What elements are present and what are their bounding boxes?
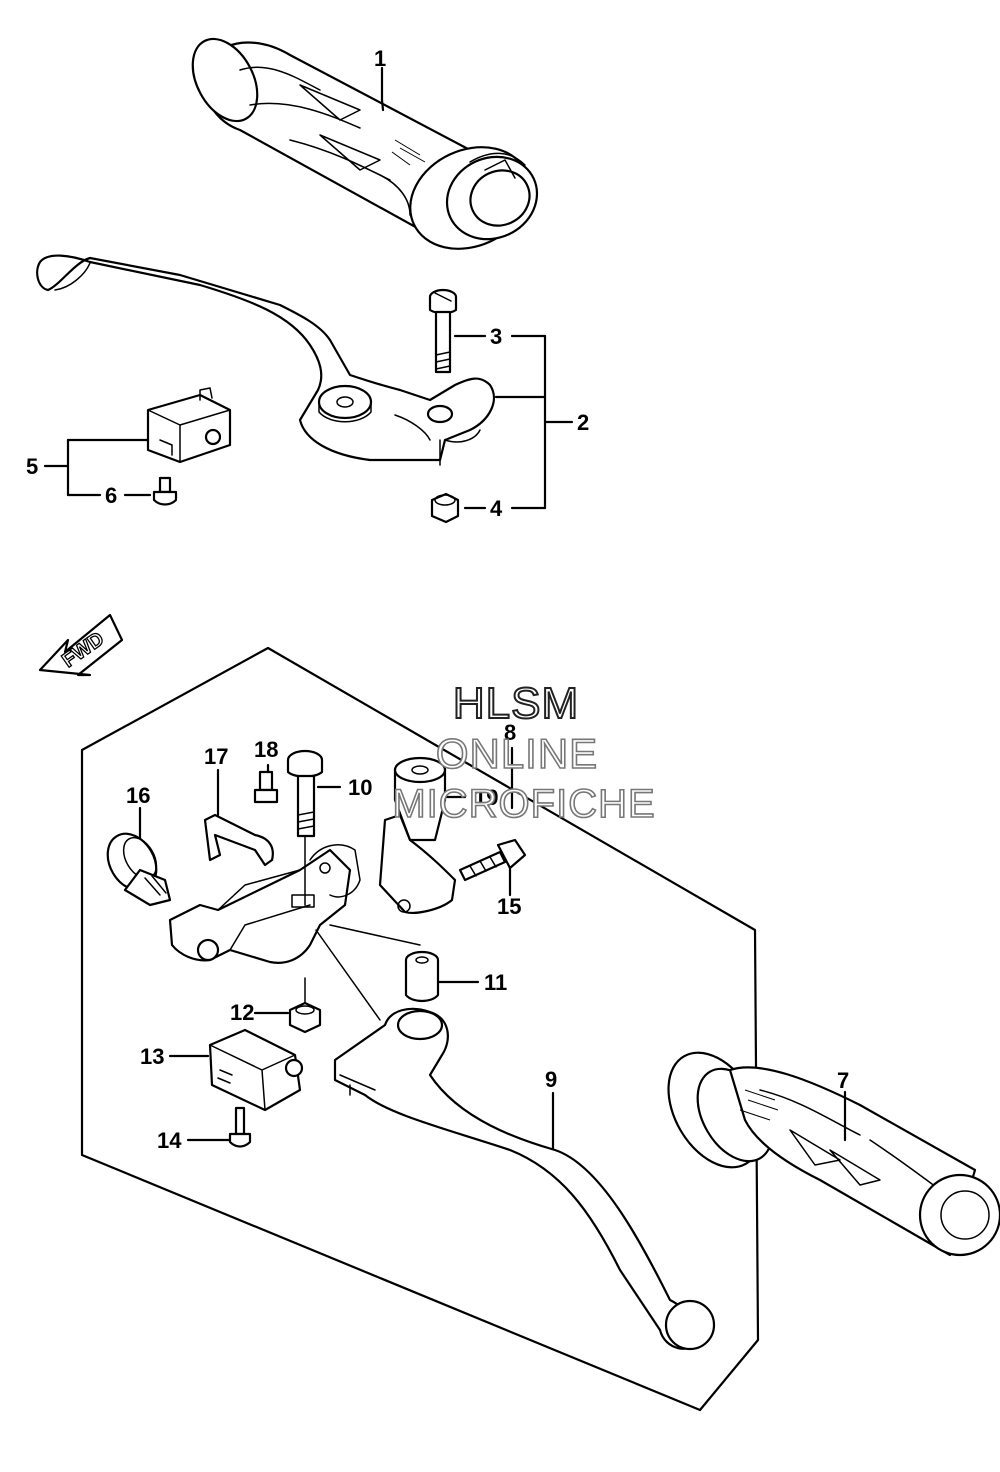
callout-10: 10 [348,775,372,800]
pivot-bolt [428,288,458,374]
switch-screw [228,1106,252,1148]
adjuster-screw [253,770,279,804]
brake-switch-upper [146,387,232,464]
callout-11: 11 [484,970,507,995]
leader-lines-upper [43,66,574,510]
handlebar-clamp [378,756,457,914]
callout-16: 16 [126,783,150,808]
throttle-grip [191,37,539,250]
collar [404,950,440,1003]
lever-pivot-bolt [286,749,324,838]
arrow-forward-icon [38,613,124,677]
clutch-switch [208,1028,304,1112]
fwd-marker: FWD [38,613,124,677]
leader-lines-lower [138,746,847,1150]
callout-8: 8 [504,720,516,745]
watermark-line-1: HLSM [453,679,579,728]
left-grip [667,1051,1000,1257]
callout-9: 9 [545,1067,557,1092]
clutch-lever [333,1007,716,1351]
callout-4: 4 [490,496,503,521]
adjuster-knob [106,832,172,907]
lever-nut [288,1001,322,1034]
callout-12: 12 [230,1000,254,1025]
callout-5: 5 [26,454,38,479]
watermark-line-2: ONLINE [436,730,598,777]
assembly-outline [80,646,760,1412]
callout-19: 19 [474,785,498,810]
callout-17: 17 [204,744,228,769]
spring-clip [203,813,274,867]
callout-1: 1 [374,46,386,71]
brake-lever-upper [36,254,496,466]
callout-15: 15 [497,894,521,919]
clamp-bolt [458,838,527,882]
callout-7: 7 [837,1068,849,1093]
callout-18: 18 [254,737,278,762]
nut [430,492,460,524]
callout-6: 6 [105,483,117,508]
callout-14: 14 [157,1128,182,1153]
callout-13: 13 [140,1044,164,1069]
watermark: HLSM ONLINE MICROFICHE [392,678,656,827]
callout-3: 3 [490,324,502,349]
screw-small [152,476,178,506]
callout-2: 2 [577,410,589,435]
watermark-line-3: MICROFICHE [392,782,655,826]
callout-labels: 1 2 3 4 5 6 7 8 9 10 11 12 13 14 15 16 1… [26,46,849,1153]
